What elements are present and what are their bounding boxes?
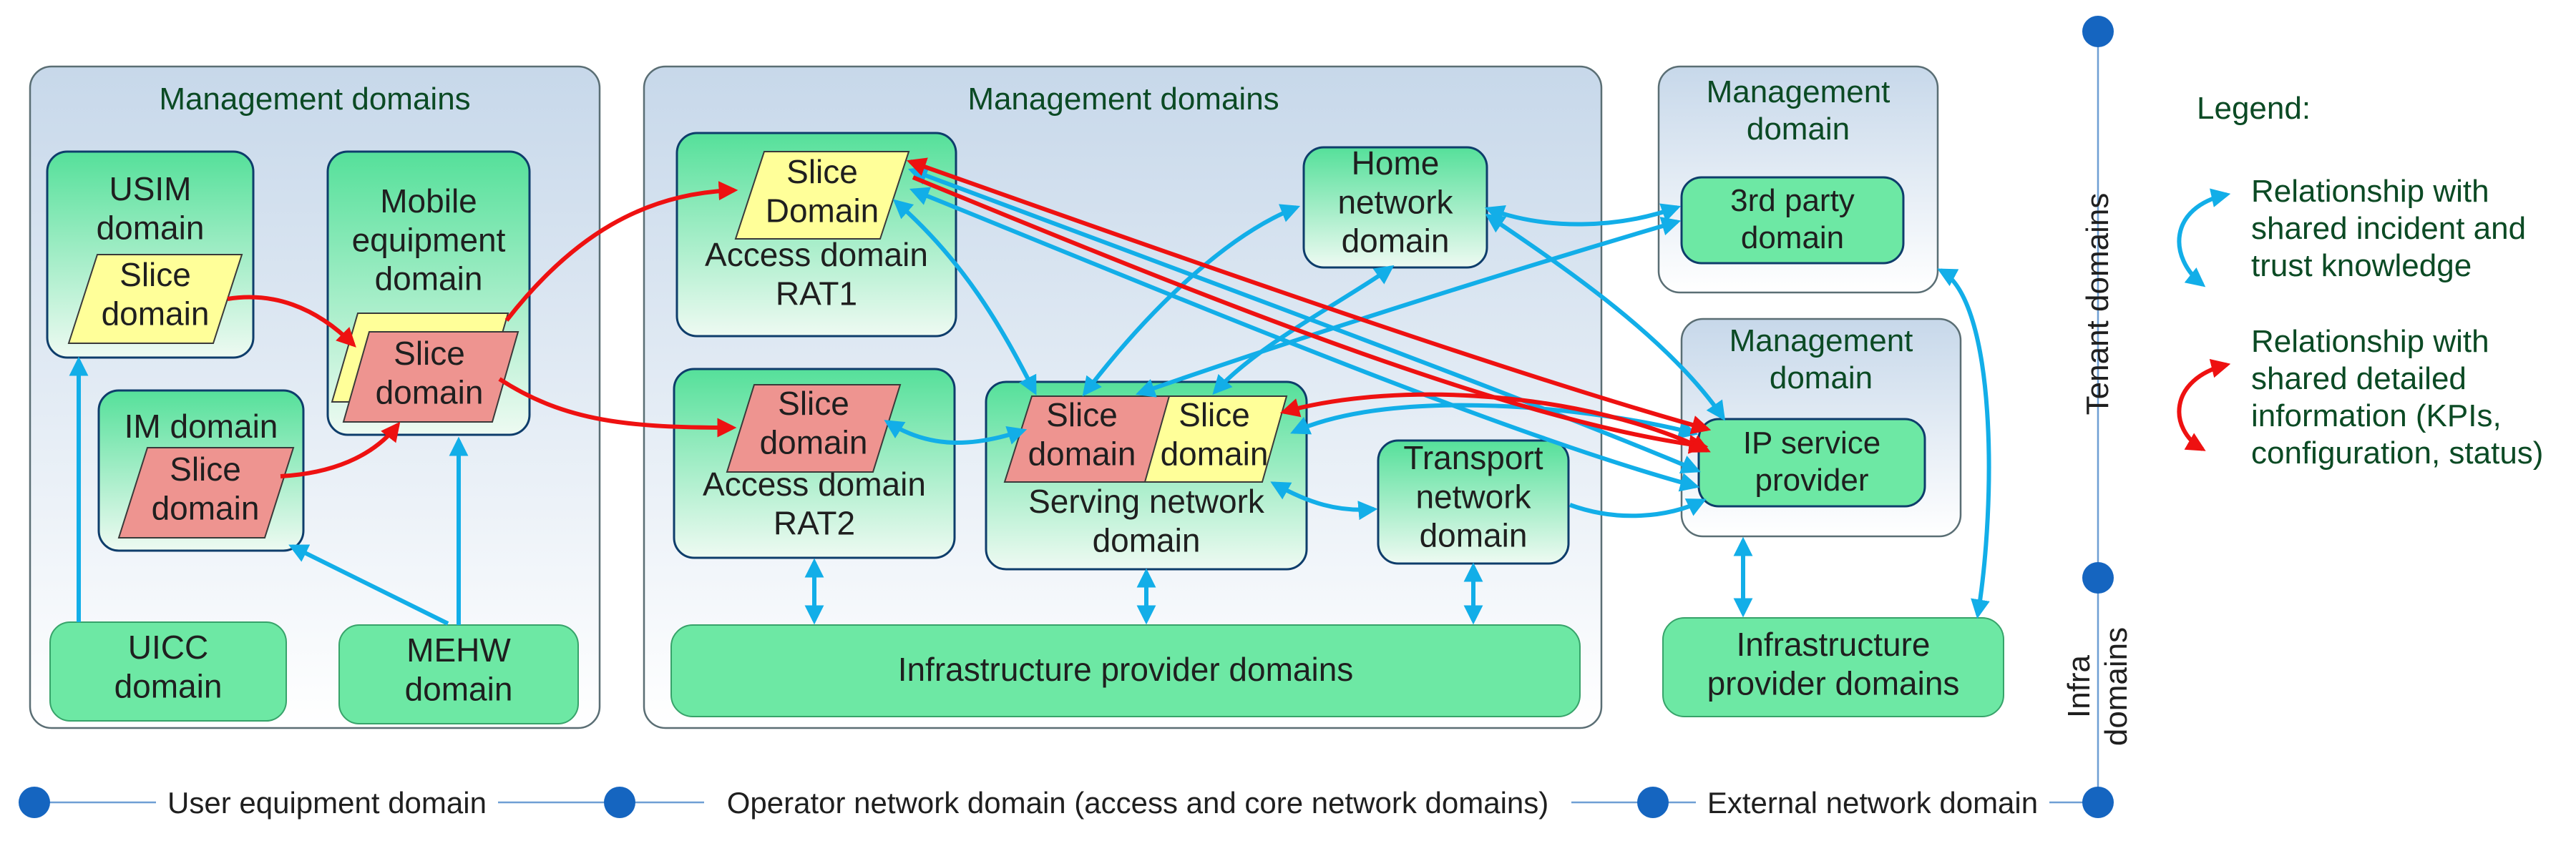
infra-operator-label: Infrastructure provider domains (898, 651, 1354, 688)
user-equipment-domain-label: User equipment domain (167, 786, 487, 820)
arrow-transport-ip-provider (1568, 498, 1707, 518)
axis-node (2082, 787, 2114, 818)
arrow-third-party-infra-external (1937, 268, 1991, 619)
red-relationship-arrows (227, 157, 1712, 478)
im-domain-label: IM domain (125, 408, 278, 445)
tenant-domains-label: Tenant domains (2080, 193, 2115, 415)
network-domain-axis: User equipment domain Operator network d… (19, 782, 2114, 822)
axis-node (2082, 562, 2114, 594)
axis-node (604, 787, 635, 818)
legend-blue-arrow (2177, 188, 2231, 287)
red-arrow-serving-ip-provider (1279, 392, 1711, 453)
tenant-infra-axis: Tenant domains Infradomains (2062, 16, 2134, 802)
mgmt-group-title: Management domains (159, 82, 470, 117)
axis-node (2082, 16, 2114, 47)
red-arrow-usim-slice-me-slice (227, 295, 356, 348)
infrastructure-provider-domains-operator: Infrastructure provider domains (670, 624, 1581, 717)
red-arrow-me-to-a1-slice (504, 181, 738, 322)
red-arrow-im-slice-me-slice (280, 421, 401, 478)
legend-red-arrow (2177, 359, 2231, 451)
red-arrow-me-slice-a2-slice (498, 377, 737, 438)
arrow-mehw-to-im (288, 544, 449, 626)
axis-node (19, 787, 50, 818)
axis-node (1637, 787, 1669, 818)
arrow-serving-transport (1270, 481, 1378, 521)
mgmt-group-title: Management domains (967, 82, 1279, 117)
legend-title: Legend: (2197, 91, 2311, 126)
external-network-domain-label: External network domain (1707, 786, 2038, 820)
infra-domains-label: Infradomains (2062, 627, 2134, 746)
operator-network-domain-label: Operator network domain (access and core… (727, 786, 1549, 820)
